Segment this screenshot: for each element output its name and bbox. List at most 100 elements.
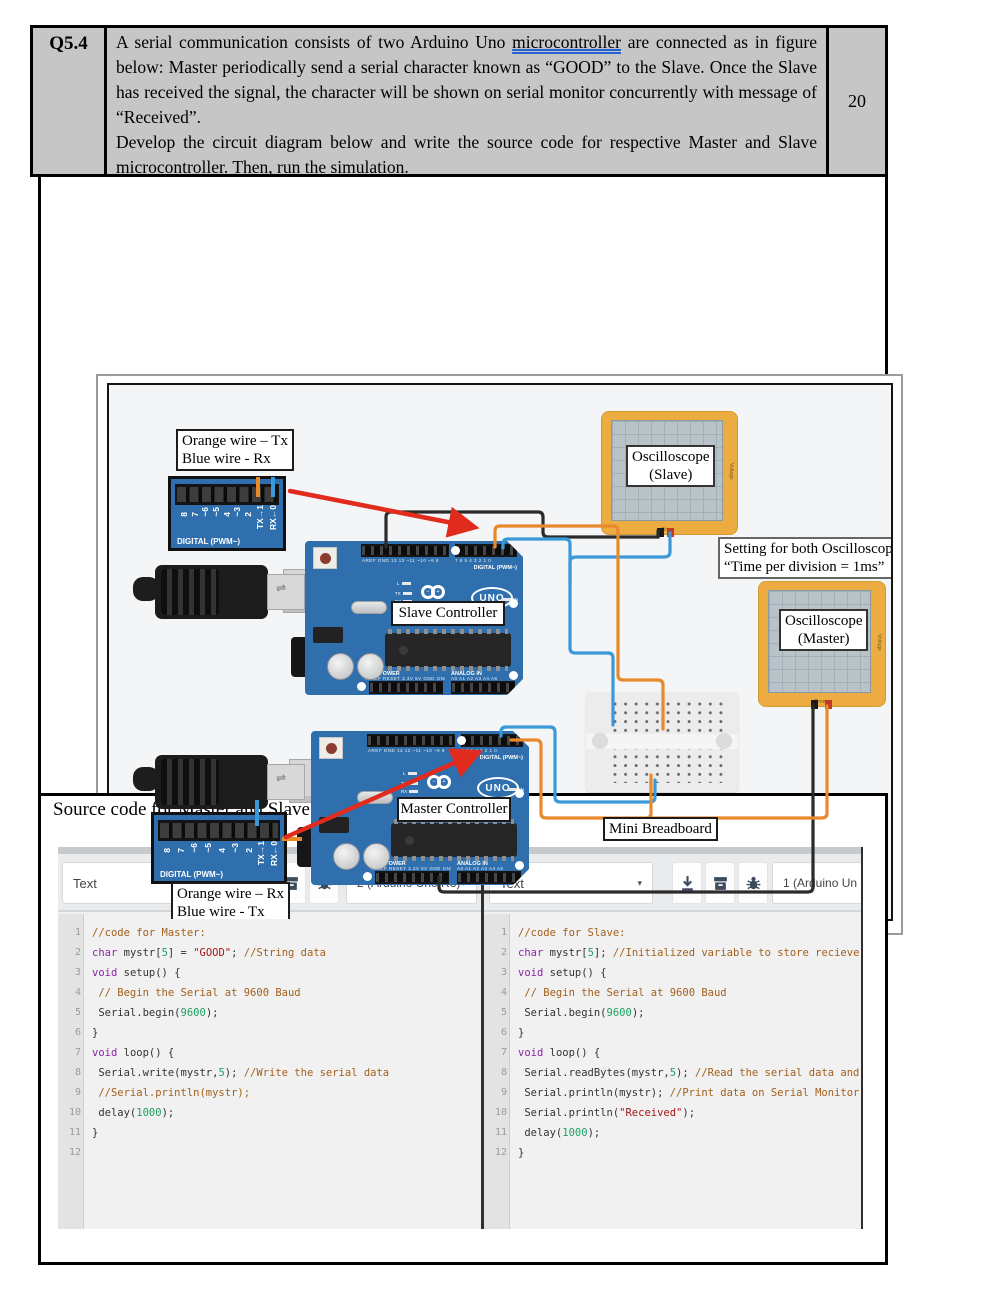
code-line: 11} — [68, 1127, 99, 1139]
analog-in-label: ANALOG IN — [451, 671, 482, 677]
crystal-oscillator — [351, 601, 387, 614]
power-header — [369, 681, 443, 694]
capacitor — [357, 653, 384, 680]
power-header — [375, 871, 449, 884]
code-line: 10 Serial.println("Received"); — [494, 1107, 696, 1119]
usb-cable-slave — [155, 565, 268, 619]
digital-header-left — [361, 544, 449, 557]
mount-hole — [357, 682, 366, 691]
mount-hole — [509, 599, 518, 608]
crystal-oscillator — [357, 791, 393, 804]
pin-number-label: ~3 — [232, 507, 243, 517]
libraries-button[interactable] — [705, 862, 735, 904]
rx-pin-label: RX←0 — [268, 505, 278, 531]
arduino-master: AREF GND 13 12 ~11 ~10 ~9 8 7 6 5 4 3 2 … — [289, 731, 529, 885]
archive-icon — [713, 876, 727, 890]
pin-labels-row: AREF GND 13 12 ~11 ~10 ~9 8 — [362, 558, 439, 563]
capacitor — [333, 843, 360, 870]
spellcheck-underlined-word: microcontroller — [512, 32, 621, 52]
led-l: L — [397, 581, 411, 586]
question-number: Q5.4 — [33, 28, 107, 174]
chevron-down-icon: ▾ — [637, 877, 642, 888]
panel-top-strip — [484, 847, 861, 854]
tx-pin-label: TX→1 — [256, 841, 266, 866]
code-line: 12 — [68, 1147, 81, 1158]
mount-hole — [509, 671, 518, 680]
question-marks: 20 — [848, 90, 866, 111]
pin-number-label: 8 — [162, 847, 172, 853]
led-rx: RX — [401, 789, 418, 794]
digital-pwm-label: DIGITAL (PWM~) — [160, 870, 224, 879]
bug-icon — [746, 876, 760, 889]
code-line: 11 delay(1000); — [494, 1127, 601, 1139]
slave-controller-label: Slave Controller — [391, 601, 505, 626]
master-wire-legend: Orange wire – Rx Blue wire - Tx — [171, 882, 291, 919]
screenshot-right-edge — [861, 847, 863, 1229]
capacitor — [363, 843, 390, 870]
orange-wire-stub — [282, 837, 302, 841]
figure-cell: Voltage Time Voltage Time AR — [38, 177, 903, 935]
pin-number-label: 7 — [175, 847, 186, 853]
pin-number-label: ~6 — [189, 843, 200, 853]
led-tx: TX — [395, 591, 412, 596]
download-code-button[interactable] — [672, 862, 702, 904]
capacitor — [327, 653, 354, 680]
digital-header-right — [461, 734, 523, 747]
led-tx: TX — [401, 781, 418, 786]
mount-hole — [457, 736, 466, 745]
voltage-regulator — [313, 627, 343, 643]
digital-header-left — [367, 734, 455, 747]
download-icon — [681, 875, 693, 890]
power-label: POWER — [379, 671, 400, 677]
slave-wire-legend: Orange wire – Tx Blue wire - Rx — [176, 429, 294, 471]
oscilloscope-setting-note: Setting for both Oscilloscopes “Time per… — [718, 537, 891, 579]
code-line: 5 Serial.begin(9600); — [500, 1007, 645, 1019]
mount-hole — [363, 872, 372, 881]
pin-number-label: ~3 — [230, 843, 241, 853]
power-label: POWER — [385, 861, 406, 867]
code-line: 8 Serial.readBytes(mystr,5); //Read the … — [500, 1067, 860, 1079]
editor-toolbar: Text▾ 1 (Arduino Un — [484, 854, 861, 912]
code-panel-slave: Text▾ 1 (Arduino Un — [484, 847, 861, 1229]
pin-labels-row: 7 6 5 4 3 2 1 0 — [461, 748, 498, 753]
board-select-dropdown[interactable]: 1 (Arduino Un — [772, 862, 861, 904]
source-code-cell: Source code for Master and Slave microco… — [38, 793, 888, 1265]
tx-pin-label: TX→1 — [255, 505, 265, 530]
pin-number-label: ~5 — [210, 507, 221, 517]
arduino-logo-icon: −+ — [421, 585, 445, 599]
atmega-chip — [385, 633, 511, 667]
code-line: 5 Serial.begin(9600); — [74, 1007, 219, 1019]
pin-number-label: ~6 — [200, 507, 211, 517]
orange-wire-stub — [256, 477, 261, 497]
arduino-slave: AREF GND 13 12 ~11 ~10 ~9 8 7 6 5 4 3 2 … — [283, 541, 523, 695]
code-line: 10 delay(1000); — [68, 1107, 175, 1119]
rx-pin-label: RX←0 — [269, 841, 279, 867]
debugger-button[interactable] — [738, 862, 768, 904]
oscilloscope-terminal-black — [811, 700, 818, 709]
oscilloscope-terminal-red — [825, 700, 832, 709]
pin-number-label: 2 — [242, 511, 253, 517]
question-paragraph-2: Develop the circuit diagram below and wr… — [116, 132, 817, 177]
reset-button — [319, 737, 343, 759]
led-l: L — [403, 771, 417, 776]
digital-pwm-label: DIGITAL (PWM~) — [479, 755, 523, 761]
wire-blue-scope-tap — [568, 531, 672, 587]
mini-breadboard — [586, 692, 738, 792]
code-editor-screenshot: Text▾ 2 (Arduino Uno R3)▾ — [58, 847, 863, 1229]
digital-pwm-label: DIGITAL (PWM~) — [473, 565, 517, 571]
master-controller-label: Master Controller — [397, 797, 511, 822]
